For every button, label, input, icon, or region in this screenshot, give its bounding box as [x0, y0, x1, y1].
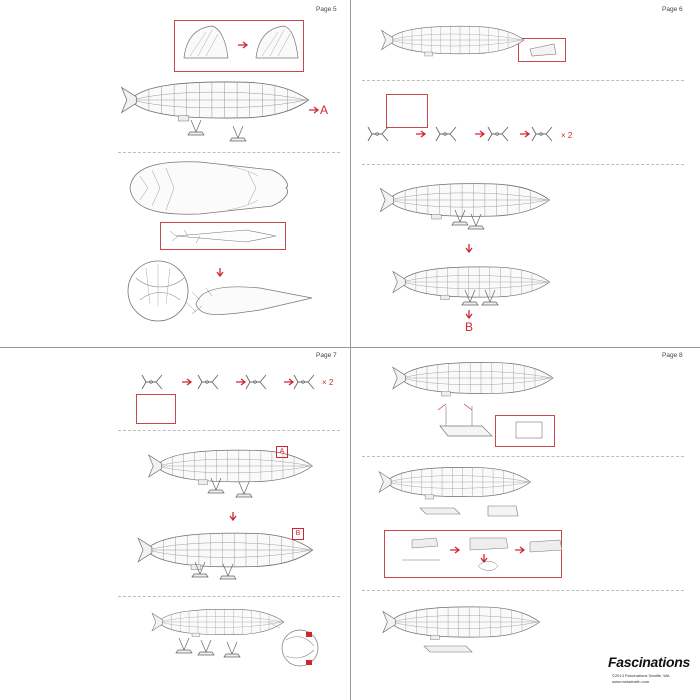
- page8-step-separator-1: [362, 456, 684, 457]
- website-line: www.metalearth.com: [612, 679, 650, 684]
- page8-plate-detail: [515, 421, 543, 439]
- page7-step-separator-1: [118, 430, 340, 431]
- page7-tag-b: B: [292, 528, 304, 540]
- page7-multiplier: × 2: [322, 378, 334, 387]
- page5-tail-magnified: [127, 260, 313, 322]
- copyright-line: ©2013 Fascinations Seattle, WA: [612, 673, 670, 678]
- page7-tag-a: A: [276, 446, 288, 458]
- page6-hook-sequence: [367, 126, 553, 142]
- page6-step-label-b: B: [465, 320, 474, 334]
- page6-hook-box: [386, 94, 428, 128]
- page6-multiplier: × 2: [561, 131, 573, 140]
- page8-display-base: [437, 403, 493, 437]
- page7-nose-magnified: [267, 621, 319, 667]
- page-number-7: Page 7: [316, 352, 337, 359]
- page7-hook-box: [136, 394, 176, 424]
- horizontal-page-divider: [0, 347, 700, 348]
- page5-step-label-a: A: [320, 103, 329, 117]
- page-number-6: Page 6: [662, 6, 683, 13]
- page-number-8: Page 8: [662, 352, 683, 359]
- vertical-page-divider: [350, 0, 351, 700]
- page7-step-separator-2: [118, 596, 340, 597]
- page6-step-separator-1: [362, 80, 684, 81]
- page5-hull-frame-assembly: [129, 161, 288, 215]
- page5-nose-cone-detail: [183, 25, 299, 59]
- page6-part20-piece: [529, 43, 557, 57]
- fascinations-logo: Fascinations: [608, 654, 690, 670]
- page8-subassembly-sequence: [402, 537, 563, 571]
- page5-part18-cone: [169, 229, 277, 244]
- page5-step-separator: [118, 152, 340, 153]
- page6-step-separator-2: [362, 164, 684, 165]
- page8-step-separator-2: [362, 590, 684, 591]
- page7-hook-sequence: [141, 374, 315, 390]
- page-number-5: Page 5: [316, 6, 337, 13]
